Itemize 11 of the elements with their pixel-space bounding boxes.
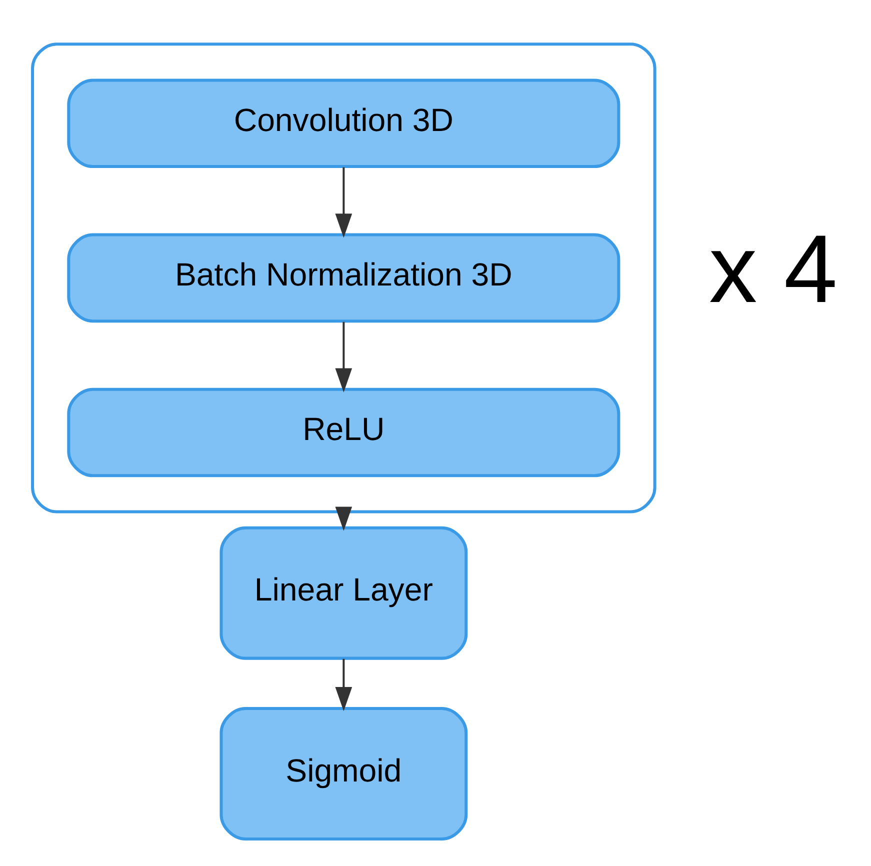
node-box: ReLU [67, 387, 620, 477]
node-box: Linear Layer [220, 526, 468, 660]
node-box: Batch Normalization 3D [67, 232, 620, 322]
arrow [335, 321, 352, 392]
node-box: Sigmoid [220, 706, 468, 840]
arrow [335, 658, 352, 711]
arrow [335, 166, 352, 238]
node-label: x 4 [708, 215, 838, 322]
node-box: Convolution 3D [67, 78, 620, 168]
arrow [335, 506, 352, 530]
cluster [31, 42, 656, 513]
